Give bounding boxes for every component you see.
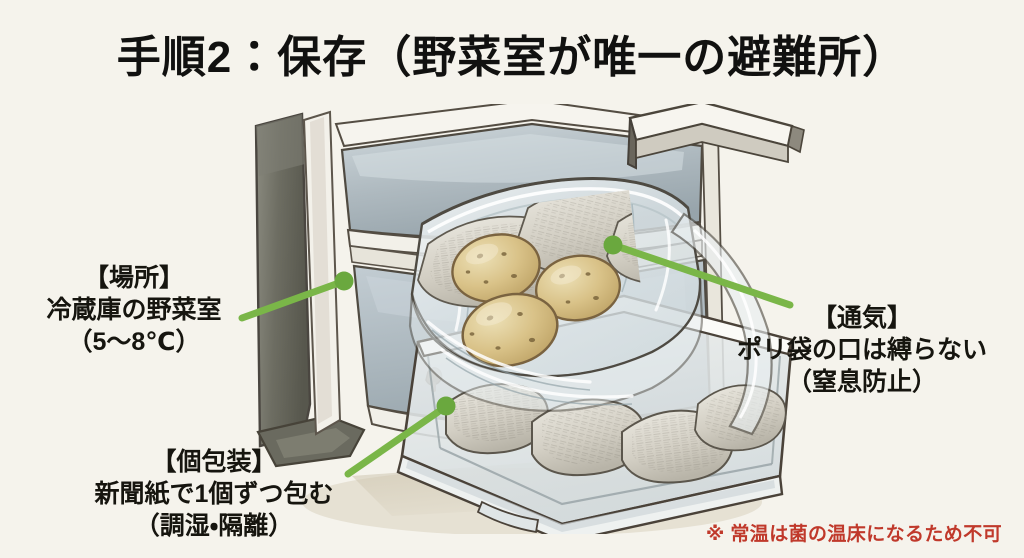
annotation-wrapping-heading: 【個包装】 [151,448,277,476]
annotation-wrapping-line3: （調湿・隔離） [134,512,294,540]
annotation-place: 【場所】 冷蔵庫の野菜室 （5〜8℃） [0,262,268,358]
page-title: 手順2：保存（野菜室が唯一の避難所） [116,33,908,82]
annotation-place-line2: 冷蔵庫の野菜室 [46,296,222,324]
annotation-ventilation-line3: （窒息防止） [786,368,937,396]
annotation-ventilation-line2: ポリ袋の口は縛らない [736,336,987,364]
footnote-warning: ※ 常温は菌の温床になるため不可 [705,524,1002,545]
annotation-place-line3: （5〜8℃） [67,328,201,356]
annotation-place-heading: 【場所】 [83,264,184,292]
annotation-wrapping-line2: 新聞紙で1個ずつ包む [94,480,334,508]
annotation-ventilation: 【通気】 ポリ袋の口は縛らない （窒息防止） [700,302,1024,398]
annotation-wrapping: 【個包装】 新聞紙で1個ずつ包む （調湿・隔離） [68,446,360,542]
annotation-ventilation-heading: 【通気】 [811,304,912,332]
